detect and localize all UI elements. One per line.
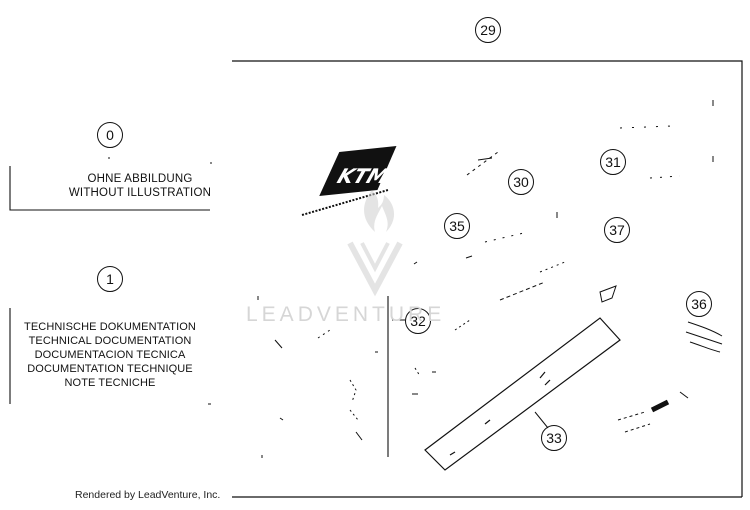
note-without-illustration: OHNE ABBILDUNG WITHOUT ILLUSTRATION — [50, 172, 230, 200]
callout-29: 29 — [475, 17, 501, 43]
callout-35: 35 — [444, 213, 470, 239]
render-credit: Rendered by LeadVenture, Inc. — [75, 489, 221, 501]
part-33-details — [449, 371, 551, 456]
callout-30: 30 — [508, 169, 534, 195]
leadventure-emblem — [347, 190, 403, 297]
frame-top-line — [232, 60, 743, 497]
tech-doc-line-en: TECHNICAL DOCUMENTATION — [28, 335, 192, 347]
tech-doc-line-es: DOCUMENTACION TECNICA — [34, 349, 186, 361]
ktm-logo-decal: KTM — [319, 146, 397, 196]
note-line-en: WITHOUT ILLUSTRATION — [68, 187, 212, 199]
callout-0: 0 — [97, 122, 123, 148]
bracket-without-illustration — [9, 166, 210, 211]
callout-36: 36 — [686, 291, 712, 317]
callout-33: 33 — [541, 425, 567, 451]
callout-37: 37 — [604, 217, 630, 243]
scattered-part-sketches — [108, 100, 714, 458]
leadventure-watermark: LEADVENTURE — [246, 303, 446, 326]
callout-1: 1 — [97, 266, 123, 292]
svg-text:KTM: KTM — [334, 165, 392, 188]
part-36-sketch — [685, 321, 723, 353]
tech-doc-line-de: TECHNISCHE DOKUMENTATION — [24, 321, 196, 333]
callout-32: 32 — [405, 308, 431, 334]
callout-31: 31 — [600, 149, 626, 175]
leader-33 — [534, 411, 549, 429]
part-dark-piece — [617, 391, 689, 433]
tech-doc-line-fr: DOCUMENTATION TECHNIQUE — [27, 363, 193, 375]
technical-documentation-label: TECHNISCHE DOKUMENTATION TECHNICAL DOCUM… — [12, 320, 208, 390]
part-33-strip — [424, 317, 621, 471]
note-line-de: OHNE ABBILDUNG — [87, 173, 193, 185]
tech-doc-line-it: NOTE TECNICHE — [64, 377, 156, 389]
